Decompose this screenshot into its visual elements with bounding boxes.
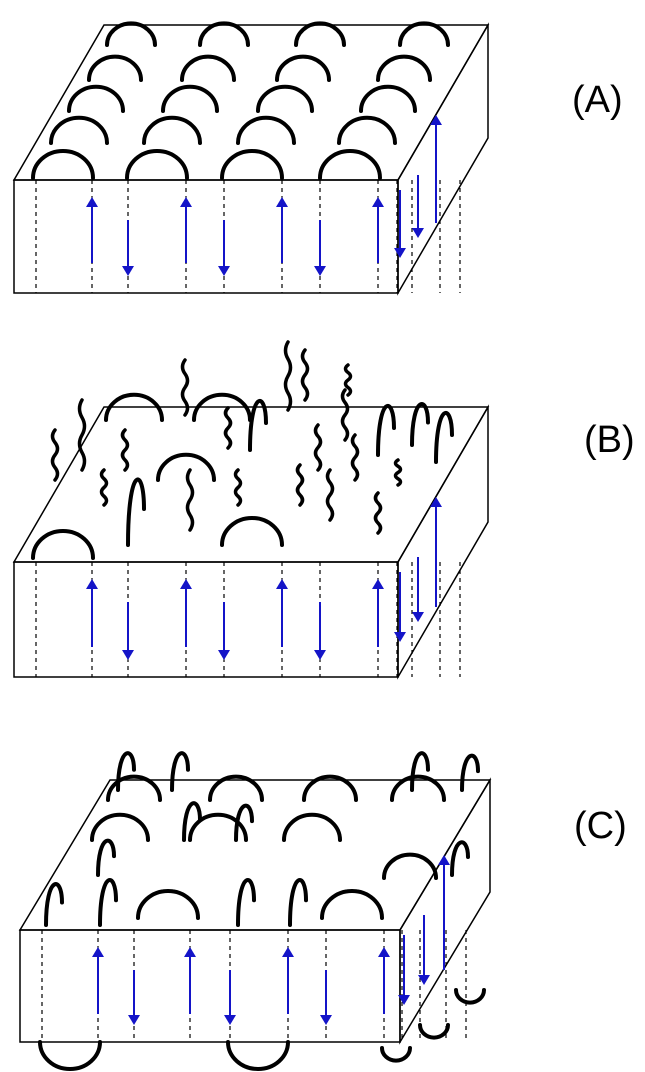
- flux-loop-arc: [104, 392, 164, 422]
- flux-loop-arc: [87, 54, 143, 82]
- flux-loop-arc: [359, 84, 417, 113]
- panel-b: [12, 340, 490, 680]
- flux-loop-arc: [180, 54, 236, 82]
- flux-loop-arc: [282, 812, 342, 842]
- disordered-field-line: [180, 358, 190, 417]
- front-face: [19, 929, 401, 1043]
- open-field-line: [116, 751, 136, 792]
- flux-loop-arc: [198, 21, 250, 47]
- flux-loop-arc: [31, 529, 95, 560]
- open-field-line: [410, 751, 430, 792]
- panel-b-label: (B): [584, 419, 635, 461]
- flux-loop-arc: [390, 774, 446, 802]
- flux-loop-arc: [208, 774, 264, 802]
- flux-loop-arc: [256, 84, 314, 113]
- open-field-line: [410, 402, 430, 447]
- flux-loop-arc: [161, 84, 219, 113]
- flux-loop-arc: [376, 54, 432, 82]
- panel-c: [18, 751, 492, 1071]
- disordered-field-line: [350, 433, 360, 482]
- panel-a-label: (A): [572, 79, 623, 121]
- flux-loop-arc: [105, 21, 157, 47]
- flux-loop-arc: [136, 889, 200, 920]
- open-field-line: [288, 878, 308, 927]
- open-field-line: [96, 838, 116, 877]
- flux-loop-arc: [220, 149, 284, 180]
- flux-loop-arc: [31, 149, 95, 180]
- disordered-field-line: [373, 491, 383, 535]
- flux-loop-arc: [275, 54, 331, 82]
- bottom-flux-loop: [454, 988, 486, 1005]
- flux-loop-arc: [337, 115, 397, 145]
- open-field-line: [236, 878, 256, 927]
- flux-loop-arc: [294, 21, 346, 47]
- bottom-flux-loop: [380, 1046, 412, 1063]
- bottom-flux-loop: [38, 1040, 102, 1071]
- top-face: [12, 24, 490, 181]
- open-field-line: [234, 803, 254, 842]
- flux-loop-arc: [320, 889, 384, 920]
- disordered-field-line: [99, 468, 109, 507]
- disordered-field-line: [393, 458, 403, 487]
- flux-loop-arc: [156, 452, 216, 482]
- disordered-field-line: [283, 340, 293, 412]
- open-field-line: [460, 753, 480, 792]
- flux-loop-arc: [125, 149, 189, 180]
- flux-loop-arc: [142, 115, 202, 145]
- open-field-line: [98, 878, 118, 927]
- flux-loop-arc: [90, 812, 150, 842]
- bottom-flux-loop: [226, 1040, 290, 1071]
- disordered-field-line: [343, 363, 353, 397]
- open-field-line: [126, 477, 146, 547]
- panel-a: [12, 21, 490, 296]
- open-field-line: [376, 403, 396, 457]
- flux-loop-arc: [236, 115, 296, 145]
- disordered-field-line: [325, 468, 335, 522]
- open-field-line: [434, 410, 454, 464]
- open-field-line: [44, 882, 64, 927]
- disordered-field-line: [340, 388, 350, 442]
- flux-loop-arc: [398, 21, 450, 47]
- panel-c-label: (C): [574, 805, 627, 847]
- disordered-field-line: [120, 428, 130, 472]
- flux-loop-arc: [192, 392, 252, 422]
- bottom-flux-loop: [418, 1023, 450, 1040]
- flux-loop-arc: [188, 812, 248, 842]
- flux-loop-arc: [49, 115, 109, 145]
- flux-loop-arc: [302, 774, 358, 802]
- front-face: [13, 561, 399, 678]
- disordered-field-line: [223, 406, 233, 450]
- disordered-field-line: [300, 348, 310, 402]
- flux-loop-arc: [220, 516, 284, 547]
- flux-loop-arc: [67, 84, 125, 113]
- open-field-line: [450, 840, 470, 877]
- disordered-field-line: [50, 428, 60, 482]
- disordered-field-line: [295, 463, 305, 507]
- open-field-line: [170, 751, 190, 792]
- flux-loop-arc: [382, 852, 438, 880]
- disordered-field-line: [233, 468, 243, 507]
- flux-loop-arc: [318, 149, 382, 180]
- disordered-field-line: [77, 398, 87, 472]
- open-field-line: [182, 801, 202, 842]
- open-field-line: [248, 398, 268, 452]
- flux-loop-arc: [106, 774, 162, 802]
- disordered-field-line: [313, 423, 323, 472]
- front-face: [13, 179, 399, 294]
- disordered-field-line: [185, 468, 195, 532]
